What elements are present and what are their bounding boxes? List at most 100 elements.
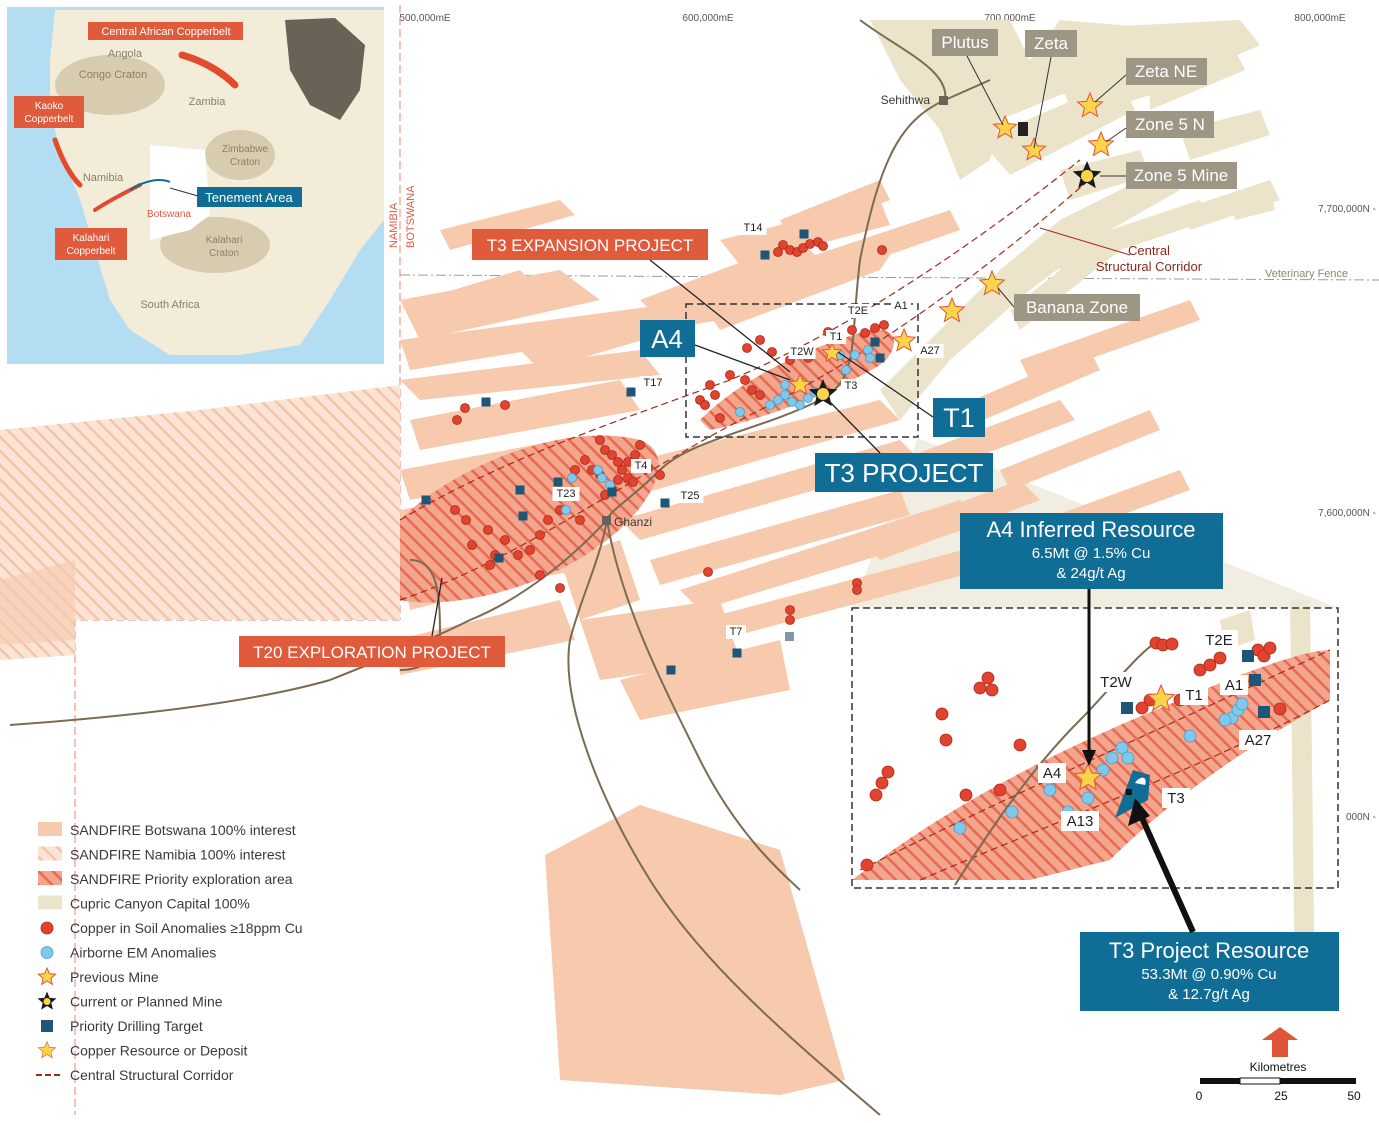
t3-resource-silver: & 12.7g/t Ag [1168,986,1250,1003]
small-label-box [788,345,816,359]
sehithwa-label: Sehithwa [881,93,931,107]
em-anomaly-point [1096,763,1110,777]
drilling-target-point [785,632,794,641]
soil-anomaly-point [870,323,880,333]
zoom-label-box [1239,730,1277,750]
x-label-800k: 800,000mE [1294,13,1345,24]
resource-callouts: A4 Inferred Resource 6.5Mt @ 1.5% Cu & 2… [960,513,1339,1011]
drilling-target-point [626,387,636,397]
drilling-target-point [799,229,809,239]
legend-symbol-priority [38,871,62,885]
inset-label-congo-craton: Congo Craton [79,69,148,81]
soil-anomaly-point [973,681,987,695]
em-anomaly-point [863,345,873,355]
soil-anomaly-point [875,776,889,790]
small-label-box [676,489,704,503]
em-anomaly-point [1043,783,1057,797]
legend-item-corridor: Central Structural Corridor [36,1067,234,1083]
soil-anomaly-point [805,239,815,249]
zoom-label-t3: T3 [1167,790,1185,807]
soil-anomaly-point [852,585,862,595]
a4-star-icon [788,372,812,395]
small-label-box [841,379,861,393]
drilling-target-point [666,665,676,675]
legend-item-drill: Priority Drilling Target [41,1018,203,1034]
em-anomaly-point [850,350,860,360]
soil-anomaly-point [785,615,795,625]
t1-star-icon [821,341,843,363]
em-anomaly-point [773,395,783,405]
t3-resource-arrow [1139,816,1196,934]
drilling-target-point [494,553,504,563]
t3-project-label: T3 PROJECT [825,458,984,488]
soil-anomaly-point [747,385,757,395]
soil-anomaly-point [778,240,788,250]
soil-anomaly-point [628,477,638,487]
small-label-box [844,304,872,318]
soil-anomaly-point [959,788,973,802]
soil-anomaly-point [600,445,610,455]
t20-project-label: T20 EXPLORATION PROJECT [253,643,491,662]
north-arrow-icon [1262,1027,1298,1057]
legend-label-resource: Copper Resource or Deposit [70,1043,248,1059]
em-anomaly-point [593,465,603,475]
soil-anomaly-point [525,545,535,555]
soil-anomaly-point [881,765,895,779]
drilling-target-point [1242,650,1254,662]
zoom-label-box [1097,672,1135,692]
grid-labels: 500,000mE 600,000mE 700,000mE 800,000mE … [399,13,1376,823]
small-label-t7: T7 [730,626,743,638]
scale-tick-25: 25 [1274,1089,1288,1103]
soil-anomaly-point [879,320,889,330]
zoom-label-a1: A1 [1225,677,1243,694]
scale-tick-0: 0 [1196,1089,1203,1103]
soil-anomaly-point [705,380,715,390]
em-anomaly-point [953,821,967,835]
zoom-label-a27: A27 [1245,732,1272,749]
em-anomaly-point [1218,713,1232,727]
banana-zone-label: Banana Zone [1026,298,1128,317]
soil-anomaly-point [742,343,752,353]
em-anomaly-point [1105,751,1119,765]
legend-item-em: Airborne EM Anomalies [40,945,216,961]
em-anomaly-point [780,380,790,390]
drilling-target-point [870,337,880,347]
soil-anomaly-point [1193,663,1207,677]
small-label-box [916,344,944,358]
x-label-700k: 700,000mE [984,13,1035,24]
zoom-label-t2w: T2W [1100,674,1133,691]
zoom-label-a4: A4 [1043,765,1061,782]
small-label-box [726,625,746,639]
a4-resource-tonnage: 6.5Mt @ 1.5% Cu [1032,545,1151,562]
soil-anomaly-point [755,390,765,400]
small-label-t3: T3 [845,380,858,392]
inset-botswana [150,145,210,240]
soil-anomaly-point [1263,641,1277,655]
soil-anomaly-point [755,335,765,345]
soil-anomaly-point [981,671,995,685]
em-anomaly-point [1121,751,1135,765]
soil-anomaly-point [555,583,565,593]
soil-anomaly-point [877,245,887,255]
legend-symbol-sandfire_botswana [38,822,62,836]
soil-anomaly-point [467,540,477,550]
em-anomaly-point [765,400,775,410]
em-anomaly-point [780,390,790,400]
ghanzi-marker-icon [602,516,611,525]
inset-label-tenement-area: Tenement Area [205,190,293,205]
soil-anomaly-point [860,328,870,338]
zone5-mine-label: Zone 5 Mine [1134,166,1229,185]
zoom-label-t2e: T2E [1205,632,1233,649]
em-anomaly-point [735,407,745,417]
soil-anomaly-point [613,475,623,485]
zeta-headframe-icon [1018,122,1028,136]
em-anomaly-point [597,473,607,483]
legend-item-current_mine: Current or Planned Mine [37,991,223,1010]
em-anomaly-point [1183,729,1197,743]
soil-anomaly-point [985,683,999,697]
a4-big-label: A4 [651,324,683,354]
